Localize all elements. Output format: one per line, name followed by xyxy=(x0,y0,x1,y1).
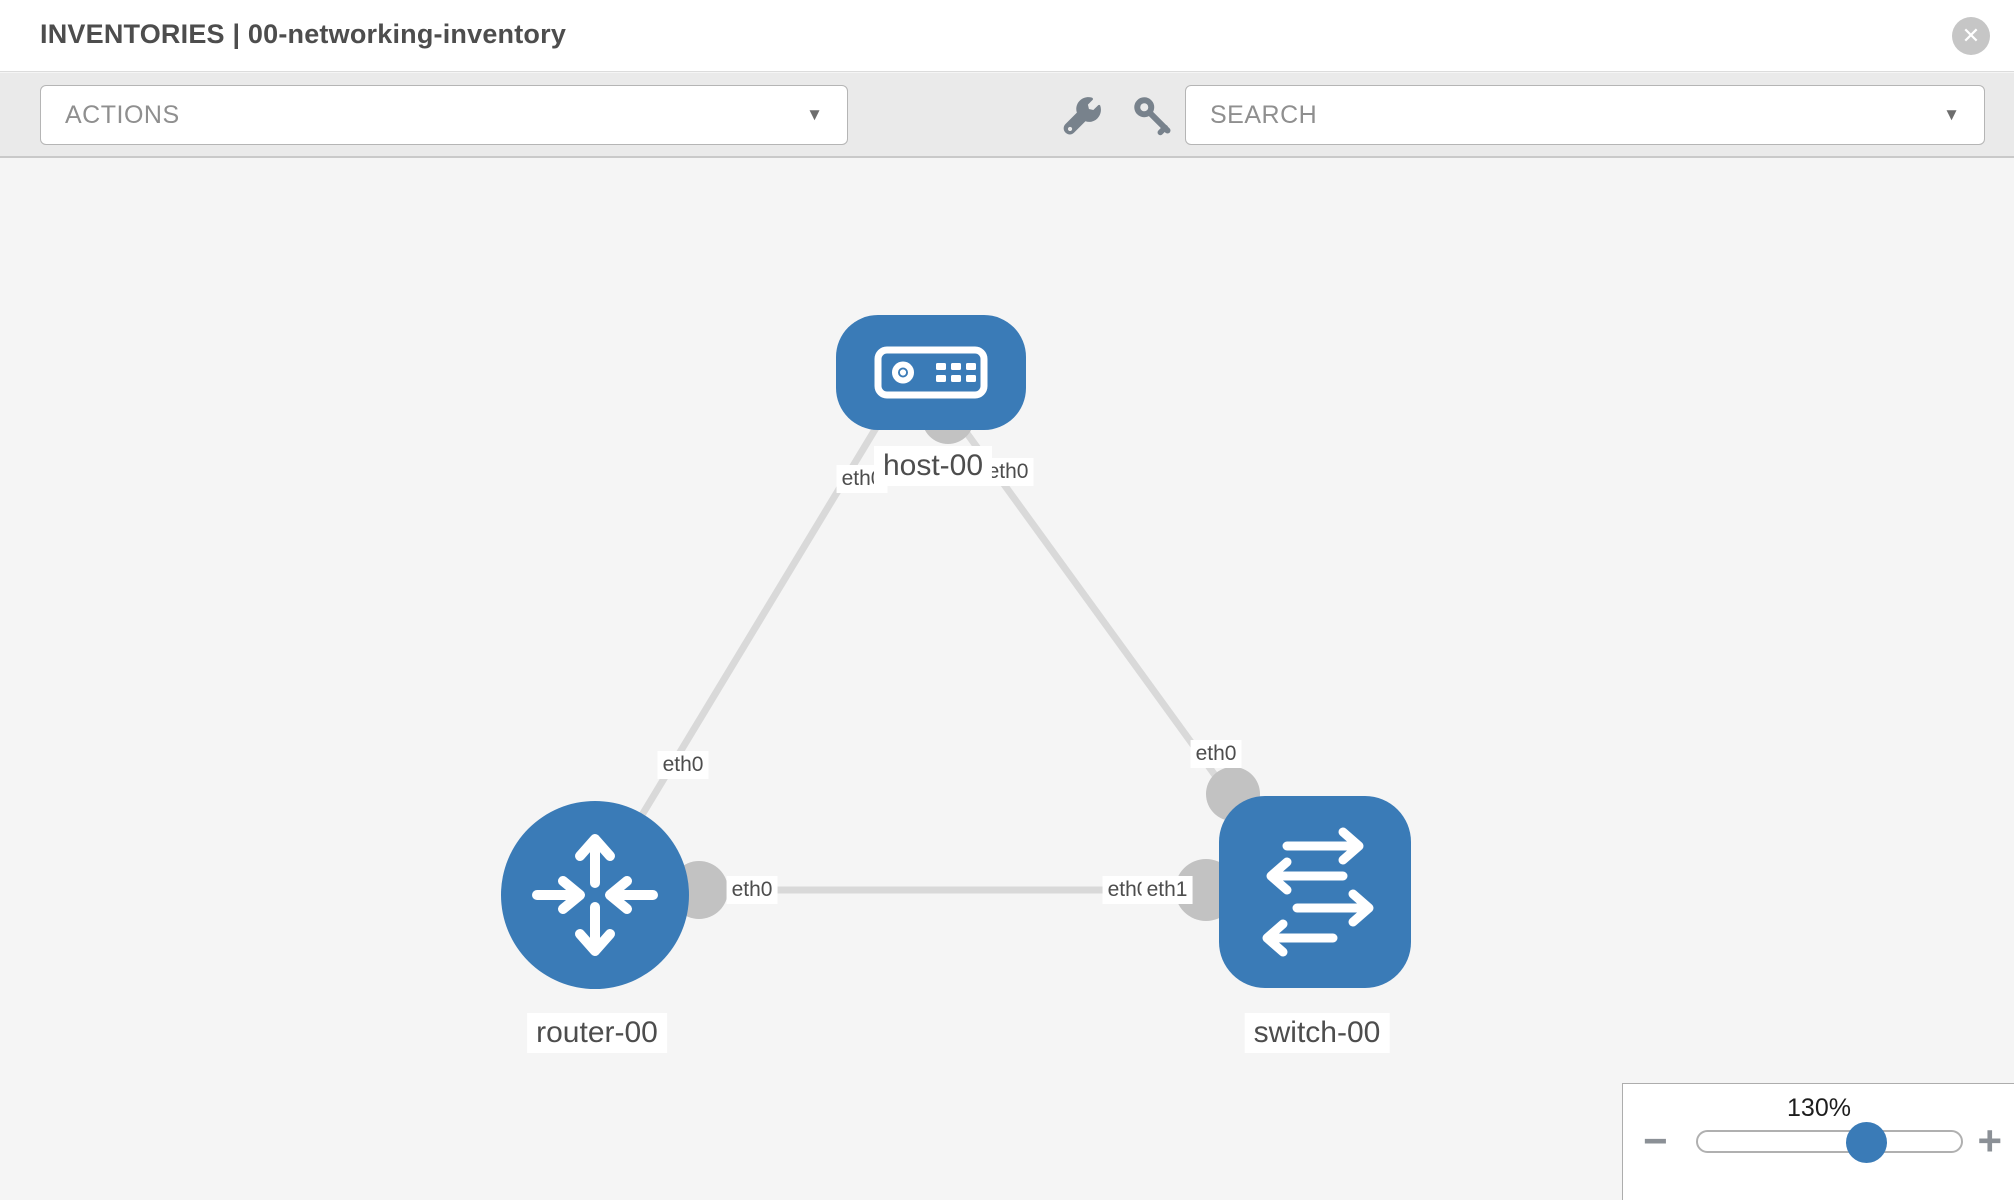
chevron-down-icon: ▼ xyxy=(806,105,823,124)
node-switch-00[interactable] xyxy=(1219,796,1411,988)
zoom-level-value: 130% xyxy=(1787,1094,1851,1122)
key-icon[interactable] xyxy=(1132,95,1174,137)
interface-label: eth0 xyxy=(657,751,709,779)
switch-icon xyxy=(1262,827,1374,957)
topology-graph xyxy=(501,315,1411,989)
window-header: INVENTORIES | 00-networking-inventory ✕ xyxy=(0,0,2014,72)
router-icon xyxy=(532,834,658,956)
zoom-out-button[interactable]: − xyxy=(1643,1117,1668,1164)
chevron-down-icon: ▼ xyxy=(1943,105,1960,124)
search-placeholder: SEARCH xyxy=(1210,100,1318,129)
node-host-00[interactable] xyxy=(836,315,1026,430)
topology-canvas[interactable]: eth0 eth0 eth0 eth0 eth0 eth0 eth1 host-… xyxy=(0,160,2014,1200)
node-label-router: router-00 xyxy=(527,1013,667,1053)
close-button[interactable]: ✕ xyxy=(1952,17,1990,55)
interface-label: eth1 xyxy=(1141,876,1193,904)
search-dropdown[interactable]: SEARCH ▼ xyxy=(1185,85,1985,145)
interface-label: eth0 xyxy=(726,876,778,904)
zoom-control-panel: 130% − + xyxy=(1622,1083,2014,1200)
zoom-slider-track[interactable] xyxy=(1696,1122,1963,1163)
actions-dropdown-label: ACTIONS xyxy=(65,100,180,129)
page-title: INVENTORIES | 00-networking-inventory xyxy=(40,19,567,49)
actions-dropdown[interactable]: ACTIONS ▼ xyxy=(40,85,848,145)
zoom-slider-thumb[interactable] xyxy=(1846,1122,1887,1163)
interface-label: eth0 xyxy=(1190,740,1242,768)
wrench-icon[interactable] xyxy=(1062,95,1104,137)
toolbar: ACTIONS ▼ SEARCH ▼ xyxy=(0,73,2014,158)
node-router-00[interactable] xyxy=(501,801,689,989)
node-label-host: host-00 xyxy=(873,446,993,486)
host-icon xyxy=(874,346,988,399)
node-label-switch: switch-00 xyxy=(1244,1013,1390,1053)
close-icon: ✕ xyxy=(1961,23,1981,48)
zoom-in-button[interactable]: + xyxy=(1977,1117,2002,1164)
